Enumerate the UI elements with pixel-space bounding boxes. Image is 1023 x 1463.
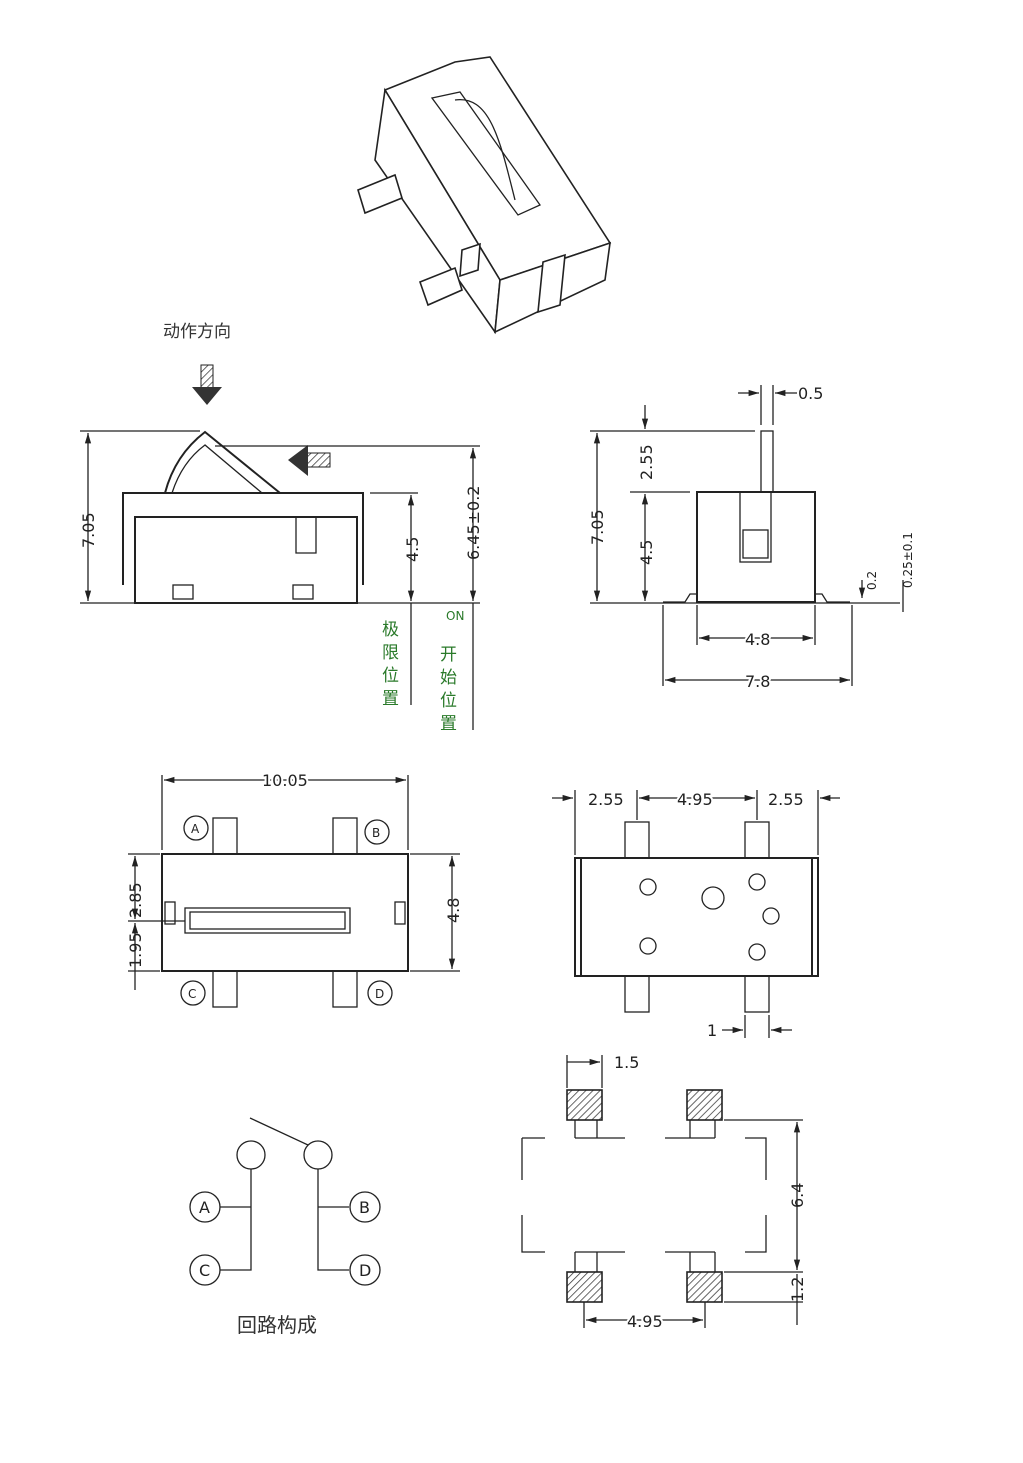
start-position-label: 开始位置 xyxy=(436,645,457,737)
circuit-terminal-a: A xyxy=(199,1198,210,1217)
terminal-a-label: A xyxy=(191,822,200,836)
dim-on-height: 6.45±0.2 xyxy=(464,486,483,560)
isometric-view xyxy=(357,56,612,335)
dim-lower: 1.95 xyxy=(126,932,145,968)
action-direction-label: 动作方向 xyxy=(163,322,231,342)
pad-layout: 1.5 6.4 1.2 4.95 xyxy=(521,1053,807,1333)
terminal-d-label: D xyxy=(375,987,384,1001)
dim-body-width: 4.8 xyxy=(745,630,770,649)
dim-body-height: 4.5 xyxy=(403,537,422,562)
dim-lead-width: 1 xyxy=(707,1021,717,1040)
dim-length: 10.05 xyxy=(262,771,308,790)
circuit-diagram: A B C D 回路构成 xyxy=(189,1117,381,1337)
dim-pad-width: 1.5 xyxy=(614,1053,639,1072)
dim-lead-offset: 0.25±0.1 xyxy=(901,532,915,588)
limit-position-label: 极限位置 xyxy=(378,620,399,712)
circuit-caption: 回路构成 xyxy=(237,1313,317,1337)
down-arrow-icon xyxy=(192,364,222,405)
dim-pad-pitch: 4.95 xyxy=(627,1312,663,1331)
terminal-c-label: C xyxy=(188,987,196,1001)
dim-lead-thickness: 0.2 xyxy=(865,571,879,590)
dim-lever-width: 0.5 xyxy=(798,384,823,403)
terminal-b-label: B xyxy=(372,826,380,840)
dim-pad-span: 6.4 xyxy=(788,1183,807,1208)
front-dim-total-height: 7.05 xyxy=(588,509,607,545)
front-dim-body-height: 4.5 xyxy=(637,540,656,565)
dim-lever-height: 2.55 xyxy=(637,444,656,480)
circuit-terminal-b: B xyxy=(359,1198,370,1217)
top-view: A B C D 10.05 2.85 1.95 4.8 xyxy=(126,769,463,1008)
dim-pad-height: 1.2 xyxy=(788,1277,807,1302)
circuit-terminal-d: D xyxy=(359,1261,371,1280)
dim-upper: 2.85 xyxy=(126,882,145,918)
dim-width: 4.8 xyxy=(444,898,463,923)
dim-edge-right: 2.55 xyxy=(768,790,804,809)
dim-edge-left: 2.55 xyxy=(588,790,624,809)
front-view: 7.05 2.55 4.5 0.5 0.2 0.25±0.1 4.8 7.8 xyxy=(588,384,915,693)
dim-total-width: 7.8 xyxy=(745,672,770,691)
circuit-terminal-c: C xyxy=(199,1261,210,1280)
left-arrow-icon xyxy=(288,445,331,476)
dim-total-height: 7.05 xyxy=(79,512,98,548)
side-view: 动作方向 7.05 6.45±0.2 4.5 极限位置 ON 开始位置 xyxy=(79,322,483,737)
bottom-view: 2.55 4.95 2.55 1 xyxy=(552,788,840,1040)
dim-pitch: 4.95 xyxy=(677,790,713,809)
on-label: ON xyxy=(446,609,464,623)
